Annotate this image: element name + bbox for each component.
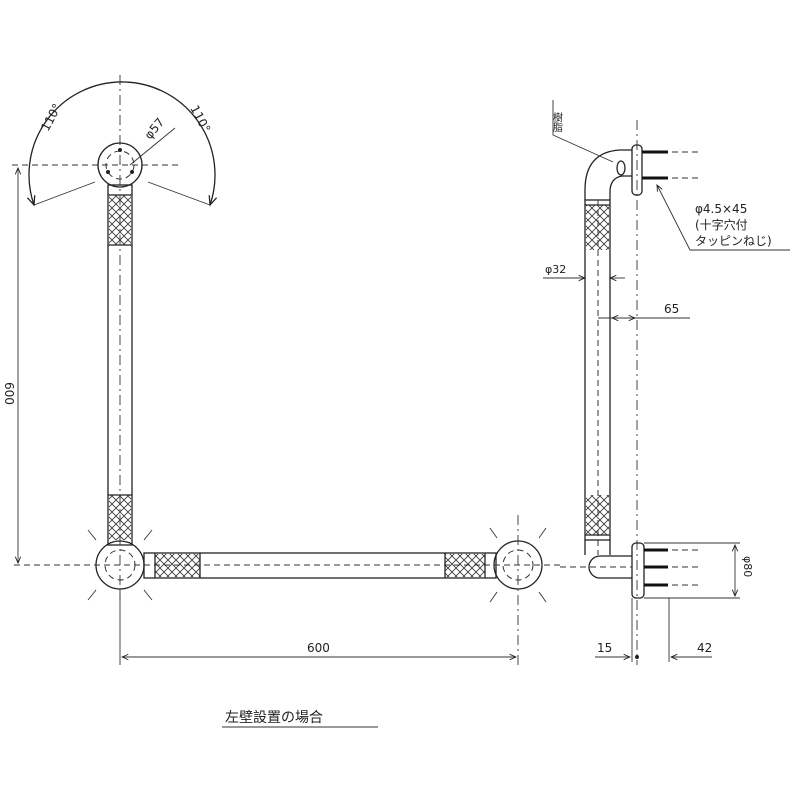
screw-spec-line3: タッピンねじ) bbox=[695, 234, 772, 248]
base-flange-side bbox=[631, 542, 645, 599]
vertical-bar bbox=[107, 184, 133, 546]
material-label: 樹脂 bbox=[551, 111, 563, 133]
screw-spec-line2: (十字穴付 bbox=[695, 217, 748, 232]
angle-right-label: 110° bbox=[187, 103, 213, 135]
rotation-arc bbox=[29, 81, 215, 205]
screw-spec-line1: φ4.5×45 bbox=[695, 202, 747, 216]
caption: 左壁設置の場合 bbox=[225, 710, 323, 726]
pipe-diameter-label: φ32 bbox=[545, 263, 566, 276]
width-dimension: 600 bbox=[307, 641, 330, 655]
side-view: 樹脂 φ4.5×45 (十字穴付 タッピンねじ) φ32 65 15 42 φ8… bbox=[543, 100, 790, 665]
height-dimension: 600 bbox=[2, 382, 16, 405]
screw-depth-dimension: 42 bbox=[697, 641, 712, 655]
top-elbow bbox=[584, 149, 632, 200]
top-flange-side bbox=[631, 144, 643, 196]
base-diameter-label: φ80 bbox=[741, 556, 754, 577]
flange-thickness-dimension: 15 bbox=[597, 641, 612, 655]
top-flange bbox=[97, 142, 143, 188]
front-view: 110° 110° φ57 600 600 左壁設置の場合 bbox=[2, 75, 560, 728]
projection-dimension: 65 bbox=[664, 302, 679, 316]
angle-left-label: 110° bbox=[38, 101, 64, 133]
